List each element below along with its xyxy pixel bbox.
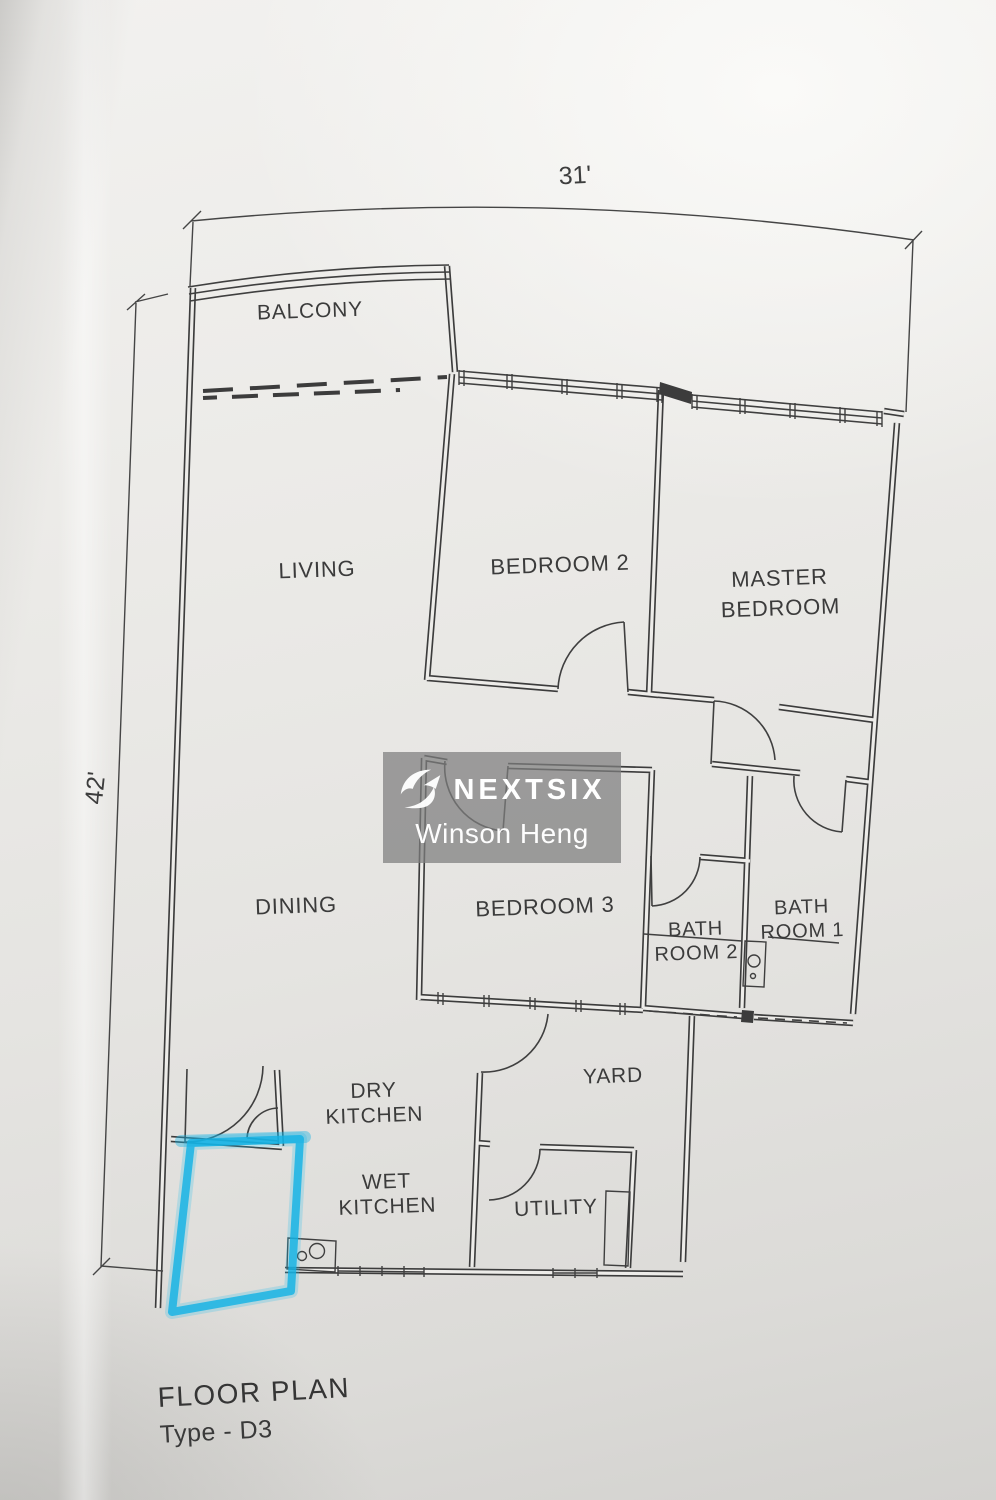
- dimension-lines: [92, 206, 923, 1276]
- balcony-sliding-door: [202, 375, 448, 393]
- watermark-agent-name: Winson Heng: [415, 817, 589, 849]
- bathroom2-door: [650, 855, 701, 907]
- utility-door: [488, 1148, 541, 1201]
- room-label-yard: YARD: [582, 1063, 644, 1089]
- bathroom1-door: [793, 775, 847, 833]
- room-label-dry-kitchen: DRY KITCHEN: [325, 1078, 424, 1129]
- bedroom2-door: [557, 621, 629, 693]
- room-label-bedroom3: BEDROOM 3: [474, 891, 615, 922]
- room-label-wet-kitchen: WET KITCHEN: [338, 1169, 437, 1220]
- room-label-utility: UTILITY: [513, 1195, 599, 1222]
- highlight-annotation: [165, 1131, 311, 1319]
- shower-partition: [643, 933, 840, 944]
- window-bands: [187, 264, 883, 1278]
- room-label-dining: DINING: [254, 891, 338, 920]
- yard-door: [480, 1013, 549, 1073]
- room-label-living: LIVING: [278, 555, 356, 584]
- dimension-line-left: [92, 293, 169, 1276]
- watermark: NEXTSIX Winson Heng: [383, 752, 621, 863]
- entrance-door: [184, 1065, 280, 1143]
- dimension-line-top: [182, 206, 923, 413]
- room-label-bathroom2: BATH ROOM 2: [654, 917, 739, 966]
- watermark-brand: NEXTSIX: [453, 773, 606, 806]
- room-label-bathroom1: BATH ROOM 1: [760, 895, 845, 944]
- title-block: FLOOR PLAN Type - D3: [157, 1372, 353, 1450]
- louvre-windows: [648, 1010, 848, 1024]
- wc-icon: [742, 940, 767, 988]
- fixtures: [286, 933, 840, 1273]
- walls: [154, 265, 905, 1309]
- master-bedroom-door: [710, 700, 776, 765]
- nextsix-logo-icon: [398, 766, 444, 815]
- sink-icon: [286, 1237, 337, 1273]
- dimension-height-label: 42': [79, 770, 112, 806]
- dimension-width-label: 31': [557, 160, 592, 191]
- room-label-master-bedroom: MASTER BEDROOM: [720, 563, 841, 623]
- room-label-balcony: BALCONY: [256, 297, 364, 325]
- utility-column: [603, 1190, 631, 1267]
- room-label-bedroom2: BEDROOM 2: [489, 549, 630, 580]
